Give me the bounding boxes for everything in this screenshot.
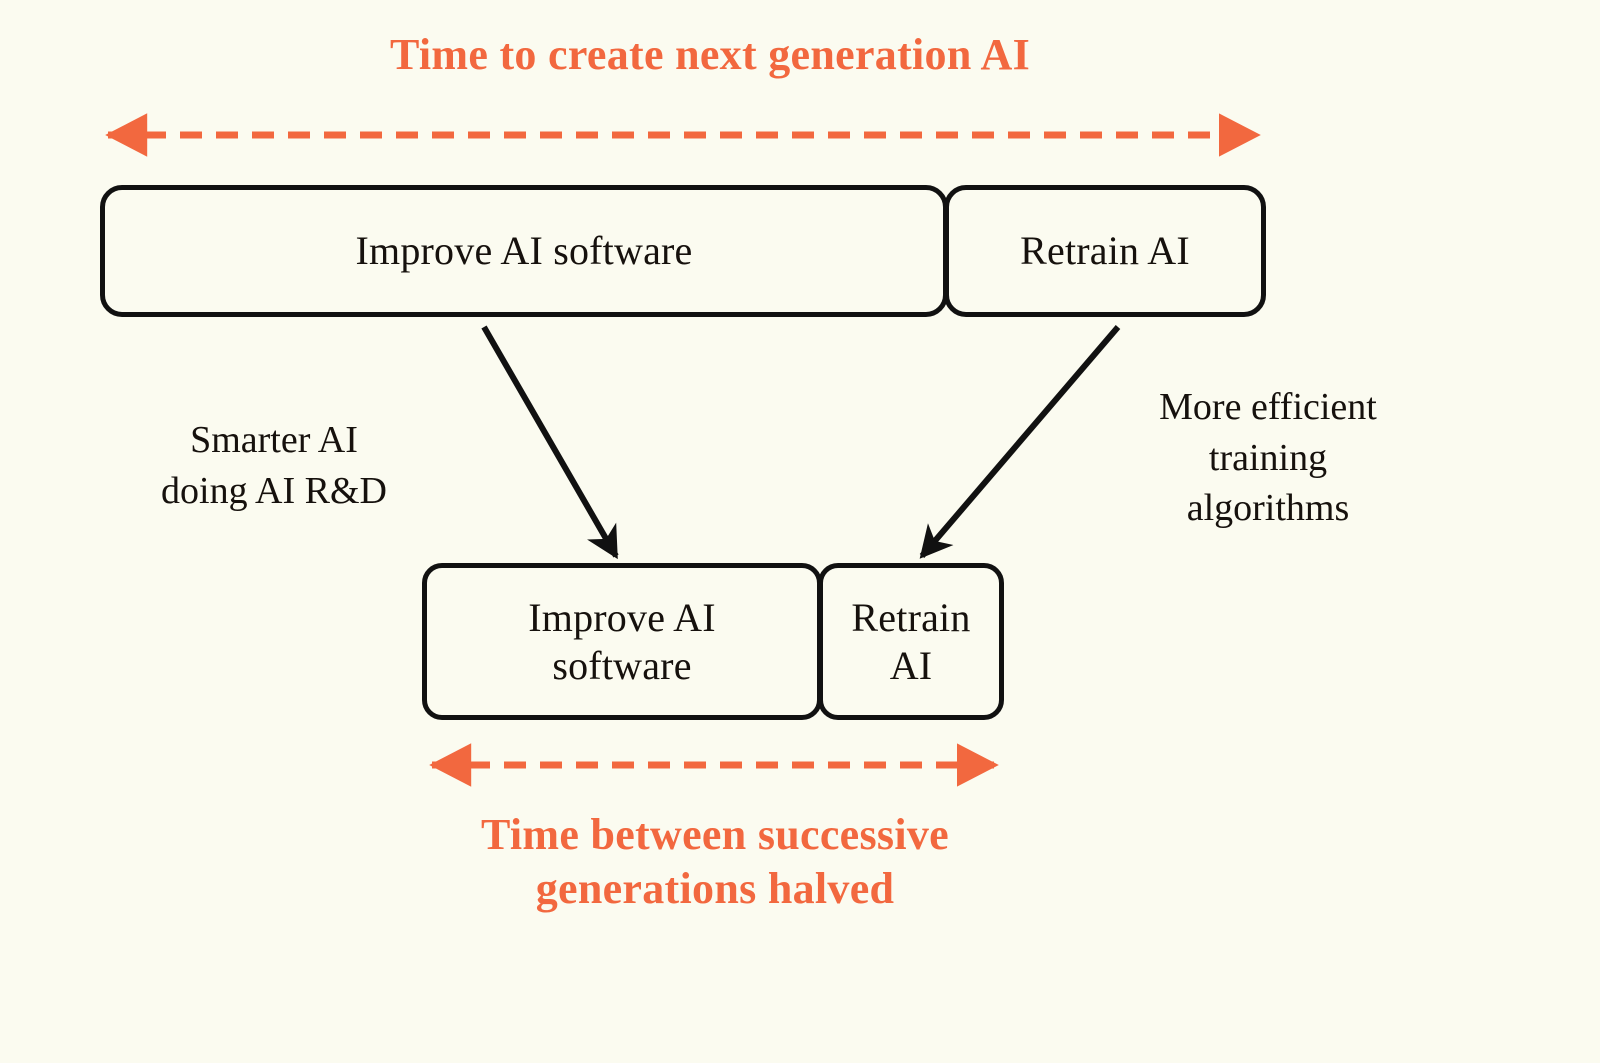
node-label: Improve AI software — [355, 228, 693, 274]
annotation-line-3: algorithms — [1186, 487, 1350, 530]
annotation-line-2: training — [1208, 436, 1328, 479]
annotation-line-1: Smarter AI — [190, 419, 358, 461]
connector-improve-arrow — [481, 325, 619, 560]
caption-line-1: Time between successive — [481, 810, 949, 859]
top-measure-caption: Time to create next generation AI — [389, 30, 1030, 79]
node-retrain-ai-gen2[interactable]: Retrain AI — [818, 563, 1004, 720]
node-label-line-2: AI — [889, 642, 933, 688]
annotation-efficient-training: More efficient training algorithms — [1098, 382, 1438, 534]
connector-retrain-arrow — [919, 325, 1121, 559]
annotation-line-1: More efficient — [1159, 386, 1377, 428]
node-label-line-1: Improve AI — [528, 595, 716, 641]
node-label: Retrain AI — [1020, 228, 1190, 274]
bottom-measure-caption: Time between successive generations halv… — [330, 808, 1100, 915]
node-label-line-2: software — [552, 642, 692, 688]
node-improve-ai-software-gen2[interactable]: Improve AI software — [422, 563, 822, 720]
node-retrain-ai-gen1[interactable]: Retrain AI — [944, 185, 1266, 317]
node-improve-ai-software-gen1[interactable]: Improve AI software — [100, 185, 948, 317]
annotation-smarter-ai: Smarter AI doing AI R&D — [88, 415, 460, 516]
caption-line-2: generations halved — [535, 863, 895, 913]
node-label-line-1: Retrain — [851, 595, 971, 641]
annotation-line-2: doing AI R&D — [161, 469, 387, 512]
